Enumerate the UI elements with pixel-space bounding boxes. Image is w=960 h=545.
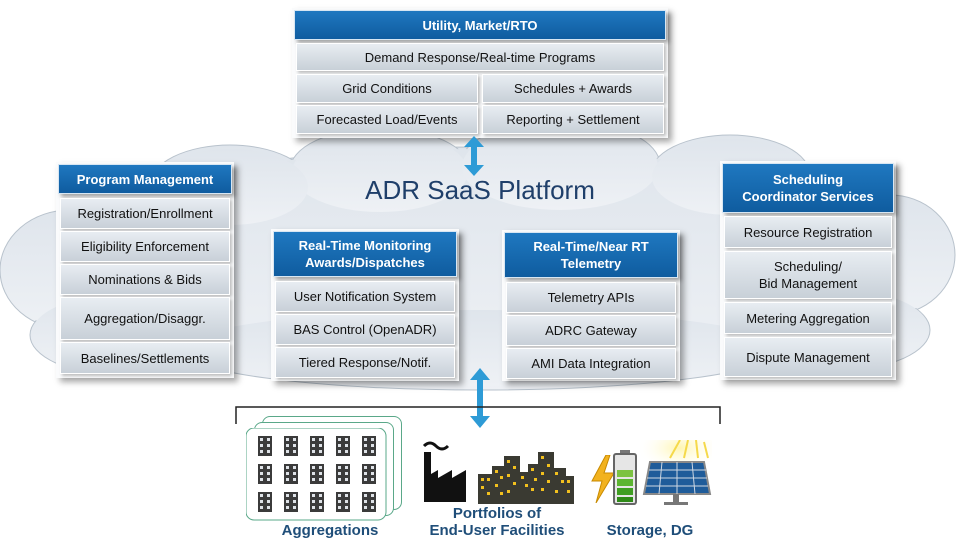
program-management-header: Program Management [58,164,232,194]
scheduling-header: Scheduling Coordinator Services [722,163,894,213]
program-item: Baselines/Settlements [60,342,230,374]
program-item: Aggregation/Disaggr. [60,297,230,340]
bracket-divider [235,406,721,424]
scheduling-item-line1: Scheduling/ [774,259,842,274]
telemetry-header-line2: Telemetry [560,256,622,271]
telemetry-item: ADRC Gateway [506,315,676,346]
aggregation-buildings [246,428,387,521]
solar-panel-icon [640,440,712,505]
portfolios-label: Portfolios of End-User Facilities [412,505,582,539]
reporting-settlement: Reporting + Settlement [482,105,664,134]
lightning-icon [591,455,615,503]
utility-header: Utility, Market/RTO [294,10,666,40]
monitoring-header: Real-Time Monitoring Awards/Dispatches [273,231,457,277]
monitoring-item: User Notification System [275,281,455,312]
monitoring-header-line2: Awards/Dispatches [305,255,425,270]
portfolios-label-line2: End-User Facilities [429,522,565,539]
telemetry-header-line1: Real-Time/Near RT [533,239,649,254]
scheduling-item: Dispute Management [724,337,892,377]
grid-conditions: Grid Conditions [296,74,478,103]
monitoring-item: BAS Control (OpenADR) [275,314,455,345]
city-skyline-icon [478,452,574,504]
telemetry-item: Telemetry APIs [506,282,676,313]
monitoring-header-line1: Real-Time Monitoring [298,238,432,253]
scheduling-header-line2: Coordinator Services [742,189,874,204]
telemetry-header: Real-Time/Near RT Telemetry [504,232,678,278]
scheduling-item: Scheduling/ Bid Management [724,251,892,299]
bidirectional-arrow-icon [470,368,490,428]
forecasted-load: Forecasted Load/Events [296,105,478,134]
factory-icon [422,441,466,502]
scheduling-item: Metering Aggregation [724,302,892,334]
schedules-awards: Schedules + Awards [482,74,664,103]
aggregations-label: Aggregations [281,522,379,539]
program-item: Nominations & Bids [60,264,230,295]
battery-icon [613,450,637,505]
utility-programs: Demand Response/Real-time Programs [296,43,664,71]
scheduling-header-line1: Scheduling [772,172,844,187]
bidirectional-arrow-icon [464,136,484,176]
scheduling-item-line2: Bid Management [758,276,858,291]
monitoring-item: Tiered Response/Notif. [275,347,455,378]
platform-title: ADR SaaS Platform [365,175,595,205]
scheduling-item: Resource Registration [724,216,892,248]
program-item: Registration/Enrollment [60,198,230,229]
telemetry-item: AMI Data Integration [506,348,676,379]
portfolios-label-line1: Portfolios of [452,505,542,522]
program-item: Eligibility Enforcement [60,231,230,262]
storage-label: Storage, DG [606,522,694,539]
